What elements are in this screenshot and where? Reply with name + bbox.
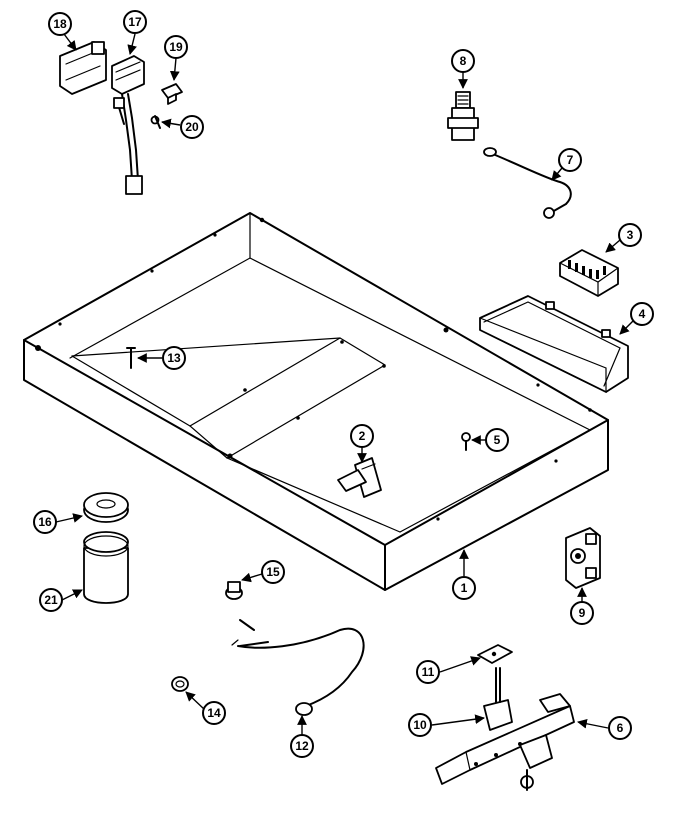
callout-16: 16 [33,510,83,534]
svg-text:5: 5 [494,433,501,447]
svg-text:9: 9 [579,606,586,620]
svg-text:17: 17 [128,15,142,29]
switch-19 [161,83,183,105]
svg-text:14: 14 [207,706,221,720]
callout-19: 19 [164,35,188,81]
burner-6 [435,693,575,791]
valve-9 [565,527,601,589]
callout-7: 7 [551,148,582,181]
callout-13: 13 [137,346,186,370]
svg-text:12: 12 [295,739,309,753]
svg-text:19: 19 [169,40,183,54]
jar-21 [83,531,129,604]
callout-12: 12 [290,715,314,758]
svg-text:4: 4 [639,307,646,321]
callout-15: 15 [241,560,285,584]
panel-18 [59,41,107,95]
tube-7 [483,147,572,219]
callout-5: 5 [471,428,509,452]
callout-6: 6 [577,716,632,740]
svg-text:11: 11 [422,665,435,679]
svg-text:20: 20 [185,120,199,134]
svg-text:8: 8 [460,54,467,68]
svg-text:18: 18 [53,17,67,31]
callout-3: 3 [605,223,642,253]
callout-2: 2 [350,424,374,463]
callout-11: 11 [416,656,481,684]
bracket-2 [337,457,382,498]
svg-text:3: 3 [627,228,634,242]
screw-5 [461,432,471,451]
fitting-8 [447,91,479,141]
svg-text:16: 16 [38,515,52,529]
svg-text:10: 10 [413,718,427,732]
svg-text:2: 2 [359,429,366,443]
callout-9: 9 [570,587,594,625]
callout-21: 21 [39,588,83,612]
callout-4: 4 [619,302,654,335]
tray-4 [479,295,629,393]
callout-20: 20 [161,115,204,139]
callout-17: 17 [123,10,147,55]
sensor-wire-12 [231,619,365,716]
switch-17 [111,55,145,195]
cap-16 [83,492,129,523]
svg-text:7: 7 [567,153,574,167]
svg-text:13: 13 [167,351,181,365]
svg-text:15: 15 [266,565,280,579]
screw-20 [150,115,161,129]
callout-18: 18 [48,12,77,51]
clip-11 [477,644,513,664]
callout-14: 14 [185,691,226,725]
electrode-10 [483,667,513,731]
spark-module-3 [559,249,619,297]
svg-text:1: 1 [461,581,468,595]
svg-text:21: 21 [44,593,58,607]
plug-14 [171,676,189,692]
callout-10: 10 [408,713,485,737]
callout-1: 1 [452,549,476,600]
svg-text:6: 6 [617,721,624,735]
screw-13 [126,347,136,369]
callout-8: 8 [451,49,475,89]
grommet-15 [225,581,243,600]
